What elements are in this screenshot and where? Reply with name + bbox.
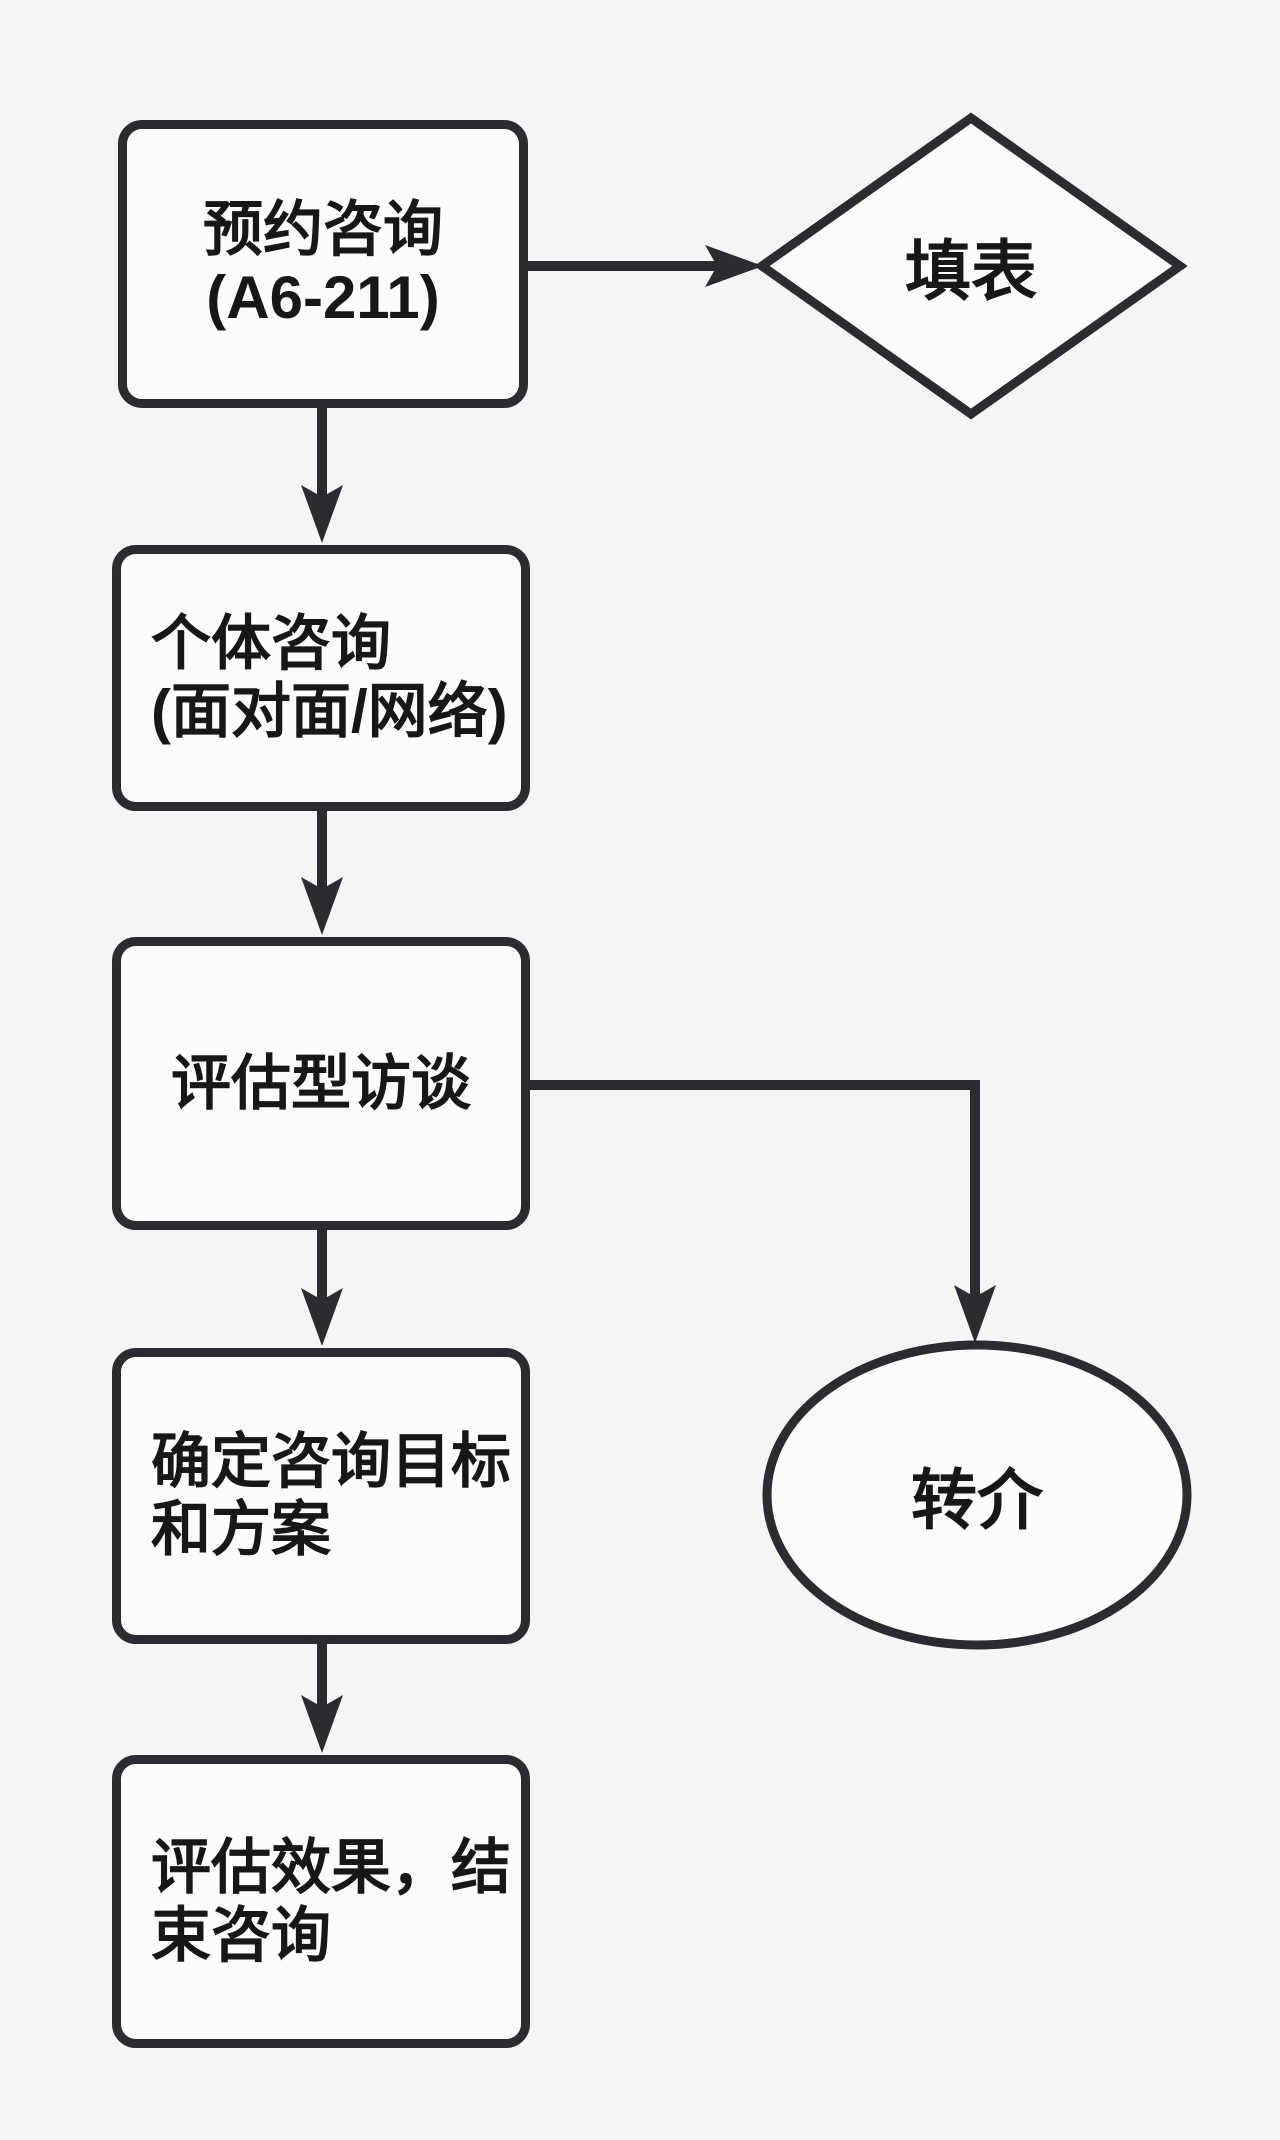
node-evaluate-line2: 束咨询 — [151, 1901, 331, 1969]
arrowhead-down-icon — [301, 1288, 343, 1346]
edge-assessment-to-goals — [301, 1226, 343, 1346]
edge-assessment-to-referral — [530, 1080, 996, 1343]
edge-goals-to-evaluate — [301, 1639, 343, 1753]
arrowhead-down-icon — [954, 1285, 996, 1343]
terminator-ellipse-shape — [762, 1340, 1192, 1650]
arrowhead-right-icon — [705, 245, 763, 287]
edge-appointment-to-individual — [301, 404, 343, 543]
node-assessment-line1: 评估型访谈 — [171, 1049, 471, 1117]
node-assessment-interview: 评估型访谈 — [112, 937, 530, 1230]
edge-individual-to-assessment — [301, 806, 343, 935]
node-appointment-line2: (A6-211) — [206, 264, 440, 331]
node-fill-form-label: 填表 — [905, 234, 1037, 308]
arrowhead-down-icon — [301, 1695, 343, 1753]
node-evaluate-line1: 评估效果，结 — [151, 1833, 511, 1901]
node-goals-line1: 确定咨询目标 — [151, 1428, 511, 1496]
node-referral-label: 转介 — [911, 1463, 1043, 1537]
node-goals-plan: 确定咨询目标 和方案 — [112, 1348, 530, 1644]
arrowhead-down-icon — [301, 485, 343, 543]
node-individual-line2: (面对面/网络) — [151, 678, 508, 745]
node-appointment: 预约咨询 (A6-211) — [118, 120, 528, 408]
edge-appointment-to-fill-form — [527, 245, 763, 287]
node-evaluate-end: 评估效果，结 束咨询 — [112, 1755, 530, 2048]
node-individual-counseling: 个体咨询 (面对面/网络) — [112, 545, 530, 811]
node-goals-line2: 和方案 — [151, 1496, 331, 1563]
arrowhead-down-icon — [301, 877, 343, 935]
node-individual-line1: 个体咨询 — [151, 610, 391, 678]
node-appointment-line1: 预约咨询 — [203, 196, 443, 264]
decision-diamond-shape — [754, 112, 1188, 420]
